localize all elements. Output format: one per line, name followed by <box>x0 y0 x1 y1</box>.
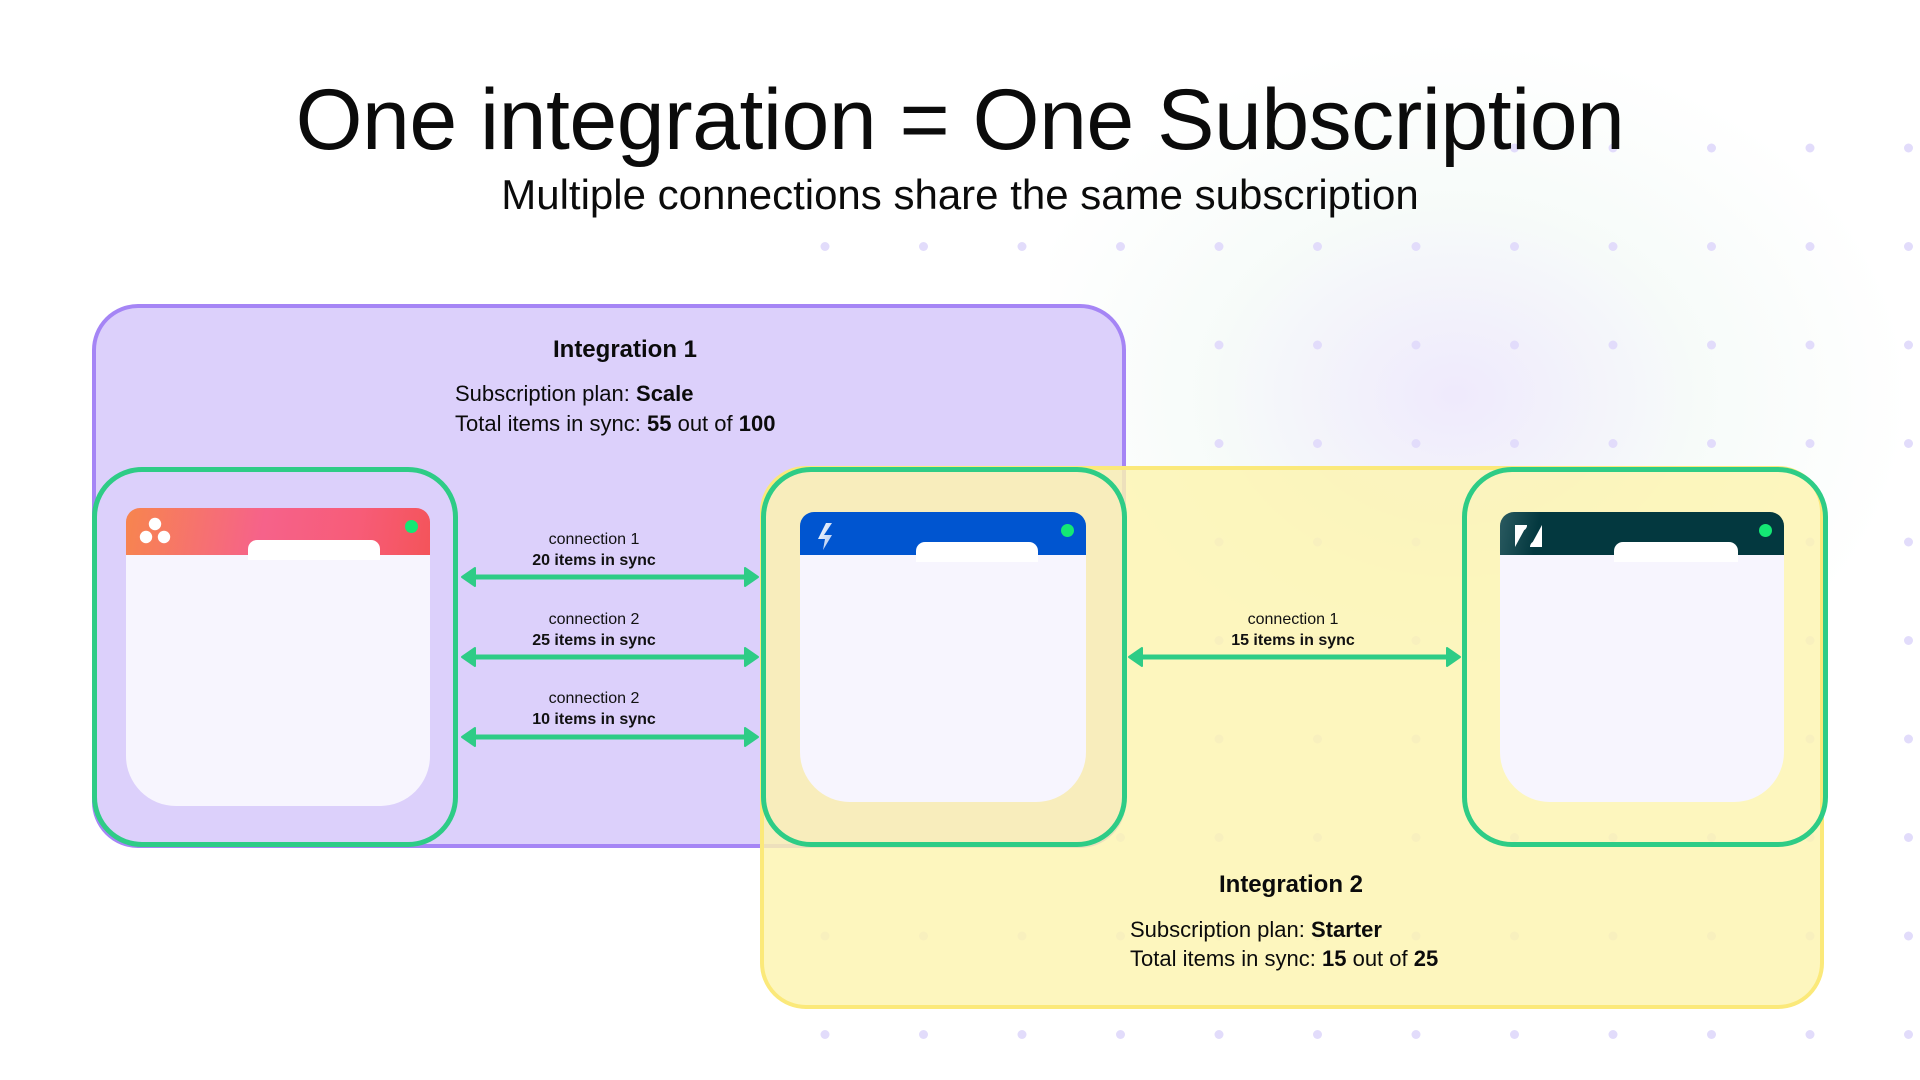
integration-2-items: Total items in sync: 15 out of 25 <box>1130 944 1438 974</box>
window-body <box>1500 555 1784 802</box>
background-dot <box>1510 242 1519 251</box>
window-tab <box>916 542 1038 562</box>
items-label: Total items in sync: <box>1130 946 1316 971</box>
background-dot <box>919 1030 928 1039</box>
window-body <box>126 555 430 806</box>
items-used: 55 <box>646 411 672 436</box>
background-dot <box>1904 636 1913 645</box>
connection-name: connection 2 <box>548 611 640 628</box>
window-tab <box>248 540 380 560</box>
background-dot <box>1904 931 1913 941</box>
connection-count: 25 items in sync <box>532 632 656 649</box>
status-online-icon <box>405 520 418 533</box>
plan-value: Starter <box>1311 917 1382 942</box>
asana-logo-icon <box>139 517 171 544</box>
app-window <box>800 512 1086 810</box>
integration-2-title: Integration 2 <box>1218 871 1363 898</box>
background-dot <box>1707 1030 1716 1039</box>
window-header <box>800 512 1086 555</box>
page-title: One integration = One Subscription <box>295 72 1625 168</box>
background-dot <box>1214 1030 1224 1039</box>
background-dot <box>1510 340 1519 350</box>
items-total: 25 <box>1413 946 1439 971</box>
node-asana[interactable] <box>92 467 458 847</box>
zendesk-logo-icon <box>1515 525 1542 547</box>
integration-1-items: Total items in sync: 55 out of 100 <box>455 409 775 439</box>
background-dot <box>1116 1030 1125 1039</box>
background-dot <box>1313 439 1322 448</box>
connection-count: 15 items in sync <box>1231 632 1355 649</box>
background-dot <box>1904 439 1913 448</box>
background-dot <box>1214 340 1224 350</box>
background-dot <box>1904 734 1913 744</box>
background-dot <box>1313 1030 1322 1039</box>
background-dot <box>1707 439 1716 448</box>
items-separator: out of <box>677 411 733 436</box>
connection-name: connection 1 <box>1247 611 1339 628</box>
window-tab <box>1614 542 1738 562</box>
connection-label: connection 2 10 items in sync <box>464 689 724 731</box>
background-dot <box>820 1030 830 1039</box>
background-dot <box>1510 439 1519 448</box>
jira-logo-icon <box>818 523 832 550</box>
background-dot <box>1904 537 1913 547</box>
window-body <box>800 555 1086 802</box>
background-dot <box>1805 242 1815 251</box>
connection-name: connection 1 <box>548 531 640 548</box>
integration-1-plan: Subscription plan: Scale <box>455 379 694 409</box>
background-dot <box>1214 439 1224 448</box>
background-dot <box>1313 242 1322 251</box>
background-dot <box>1017 242 1027 251</box>
background-dot <box>1214 242 1224 251</box>
background-dot <box>1805 340 1815 350</box>
background-dot <box>1411 1030 1421 1039</box>
page-subtitle: Multiple connections share the same subs… <box>501 171 1419 218</box>
background-dot <box>1904 340 1913 350</box>
background-dot <box>1017 1030 1027 1039</box>
items-label: Total items in sync: <box>455 411 641 436</box>
background-dot <box>1608 439 1618 448</box>
background-dot <box>1313 340 1322 350</box>
app-window <box>126 508 430 806</box>
background-dot <box>1904 1030 1913 1039</box>
connection-label: connection 2 25 items in sync <box>464 610 724 652</box>
node-jira[interactable] <box>761 467 1127 847</box>
node-zendesk[interactable] <box>1462 467 1828 847</box>
connection-count: 10 items in sync <box>532 711 656 728</box>
integration-1-title: Integration 1 <box>552 336 697 363</box>
background-dot <box>919 242 928 251</box>
background-dot <box>1608 340 1618 350</box>
items-total: 100 <box>738 411 776 436</box>
items-separator: out of <box>1352 946 1408 971</box>
background-dot <box>820 242 830 251</box>
background-dot <box>1411 242 1421 251</box>
plan-label: Subscription plan: <box>455 381 630 406</box>
connection-label: connection 1 15 items in sync <box>1163 610 1423 652</box>
app-window <box>1500 512 1784 810</box>
items-used: 15 <box>1321 946 1347 971</box>
status-online-icon <box>1061 524 1074 537</box>
background-dot <box>1904 242 1913 251</box>
connection-label: connection 1 20 items in sync <box>464 530 724 572</box>
background-dot <box>1411 340 1421 350</box>
integration-2-plan: Subscription plan: Starter <box>1130 915 1382 945</box>
background-dot <box>1510 1030 1519 1039</box>
background-dot <box>1608 1030 1618 1039</box>
plan-label: Subscription plan: <box>1130 917 1305 942</box>
background-dot <box>1805 439 1815 448</box>
connection-count: 20 items in sync <box>532 552 656 569</box>
background-dot <box>1805 1030 1815 1039</box>
background-dot <box>1707 242 1716 251</box>
background-dot <box>1411 439 1421 448</box>
background-dot <box>1116 242 1125 251</box>
background-dot <box>1904 833 1913 842</box>
status-online-icon <box>1759 524 1772 537</box>
plan-value: Scale <box>636 381 694 406</box>
connection-name: connection 2 <box>548 690 640 707</box>
background-dot <box>1608 242 1618 251</box>
background-dot <box>1707 340 1716 350</box>
